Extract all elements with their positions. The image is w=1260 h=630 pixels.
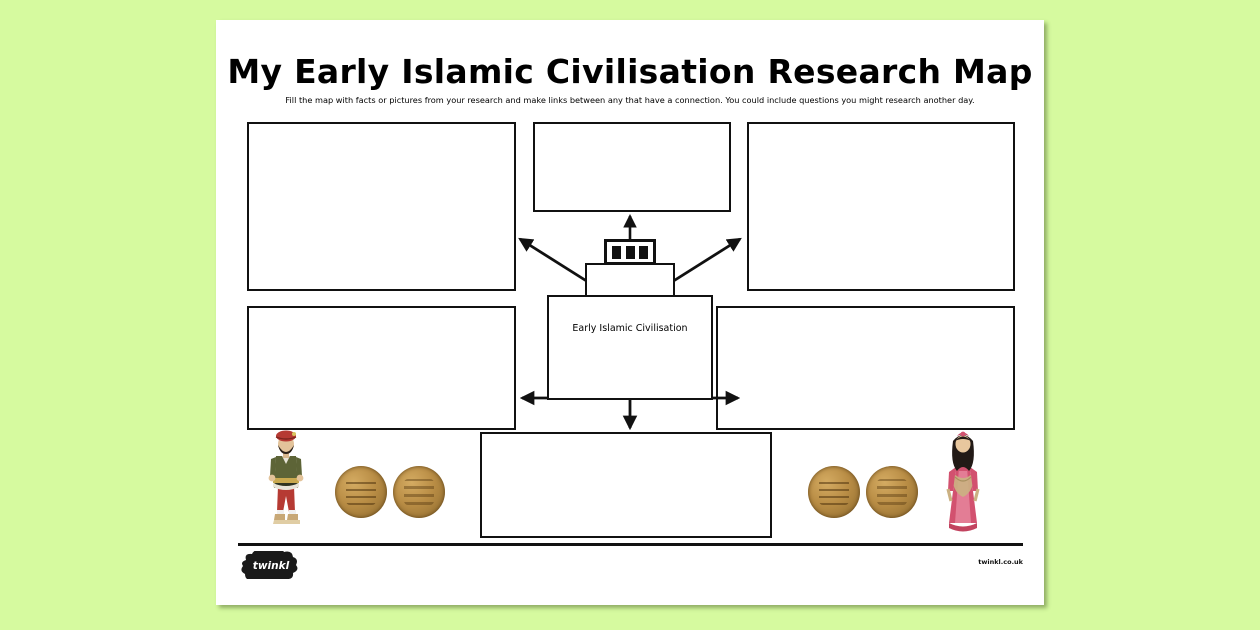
twinkl-cloud-shape (241, 551, 298, 579)
gold-coin-right-1 (808, 466, 860, 518)
twinkl-url-text: twinkl.co.uk (978, 558, 1023, 566)
centre-node-mosque[interactable]: Early Islamic Civilisation (547, 223, 713, 400)
worksheet-page: My Early Islamic Civilisation Research M… (216, 20, 1044, 605)
mosque-base-tier (547, 295, 713, 400)
answer-box-middle-right[interactable] (716, 306, 1015, 430)
centre-node-label: Early Islamic Civilisation (572, 323, 688, 334)
answer-box-top-centre[interactable] (533, 122, 731, 212)
gold-coin-right-2 (866, 466, 918, 518)
gold-coin-left-1 (335, 466, 387, 518)
gold-coin-left-2 (393, 466, 445, 518)
page-title: My Early Islamic Civilisation Research M… (227, 52, 1033, 91)
twinkl-logo[interactable]: twinkl (238, 551, 304, 579)
twinkl-logo-text: twinkl (253, 560, 290, 572)
mosque-middle-tier (585, 263, 675, 297)
gold-coins-right (808, 464, 920, 520)
mosque-window-icon (625, 245, 635, 259)
answer-box-top-left[interactable] (247, 122, 516, 291)
page-subtitle-instructions: Fill the map with facts or pictures from… (285, 95, 975, 105)
answer-box-middle-left[interactable] (247, 306, 516, 430)
mosque-window-icon (611, 245, 621, 259)
mosque-window-icon (639, 245, 649, 259)
gold-coins-left (335, 464, 447, 520)
islamic-woman-figure (946, 431, 980, 532)
answer-box-bottom-centre[interactable] (480, 432, 772, 538)
islamic-man-figure (268, 430, 304, 524)
answer-box-top-right[interactable] (747, 122, 1015, 291)
footer-divider (238, 543, 1023, 546)
mosque-top-tier (604, 239, 656, 265)
